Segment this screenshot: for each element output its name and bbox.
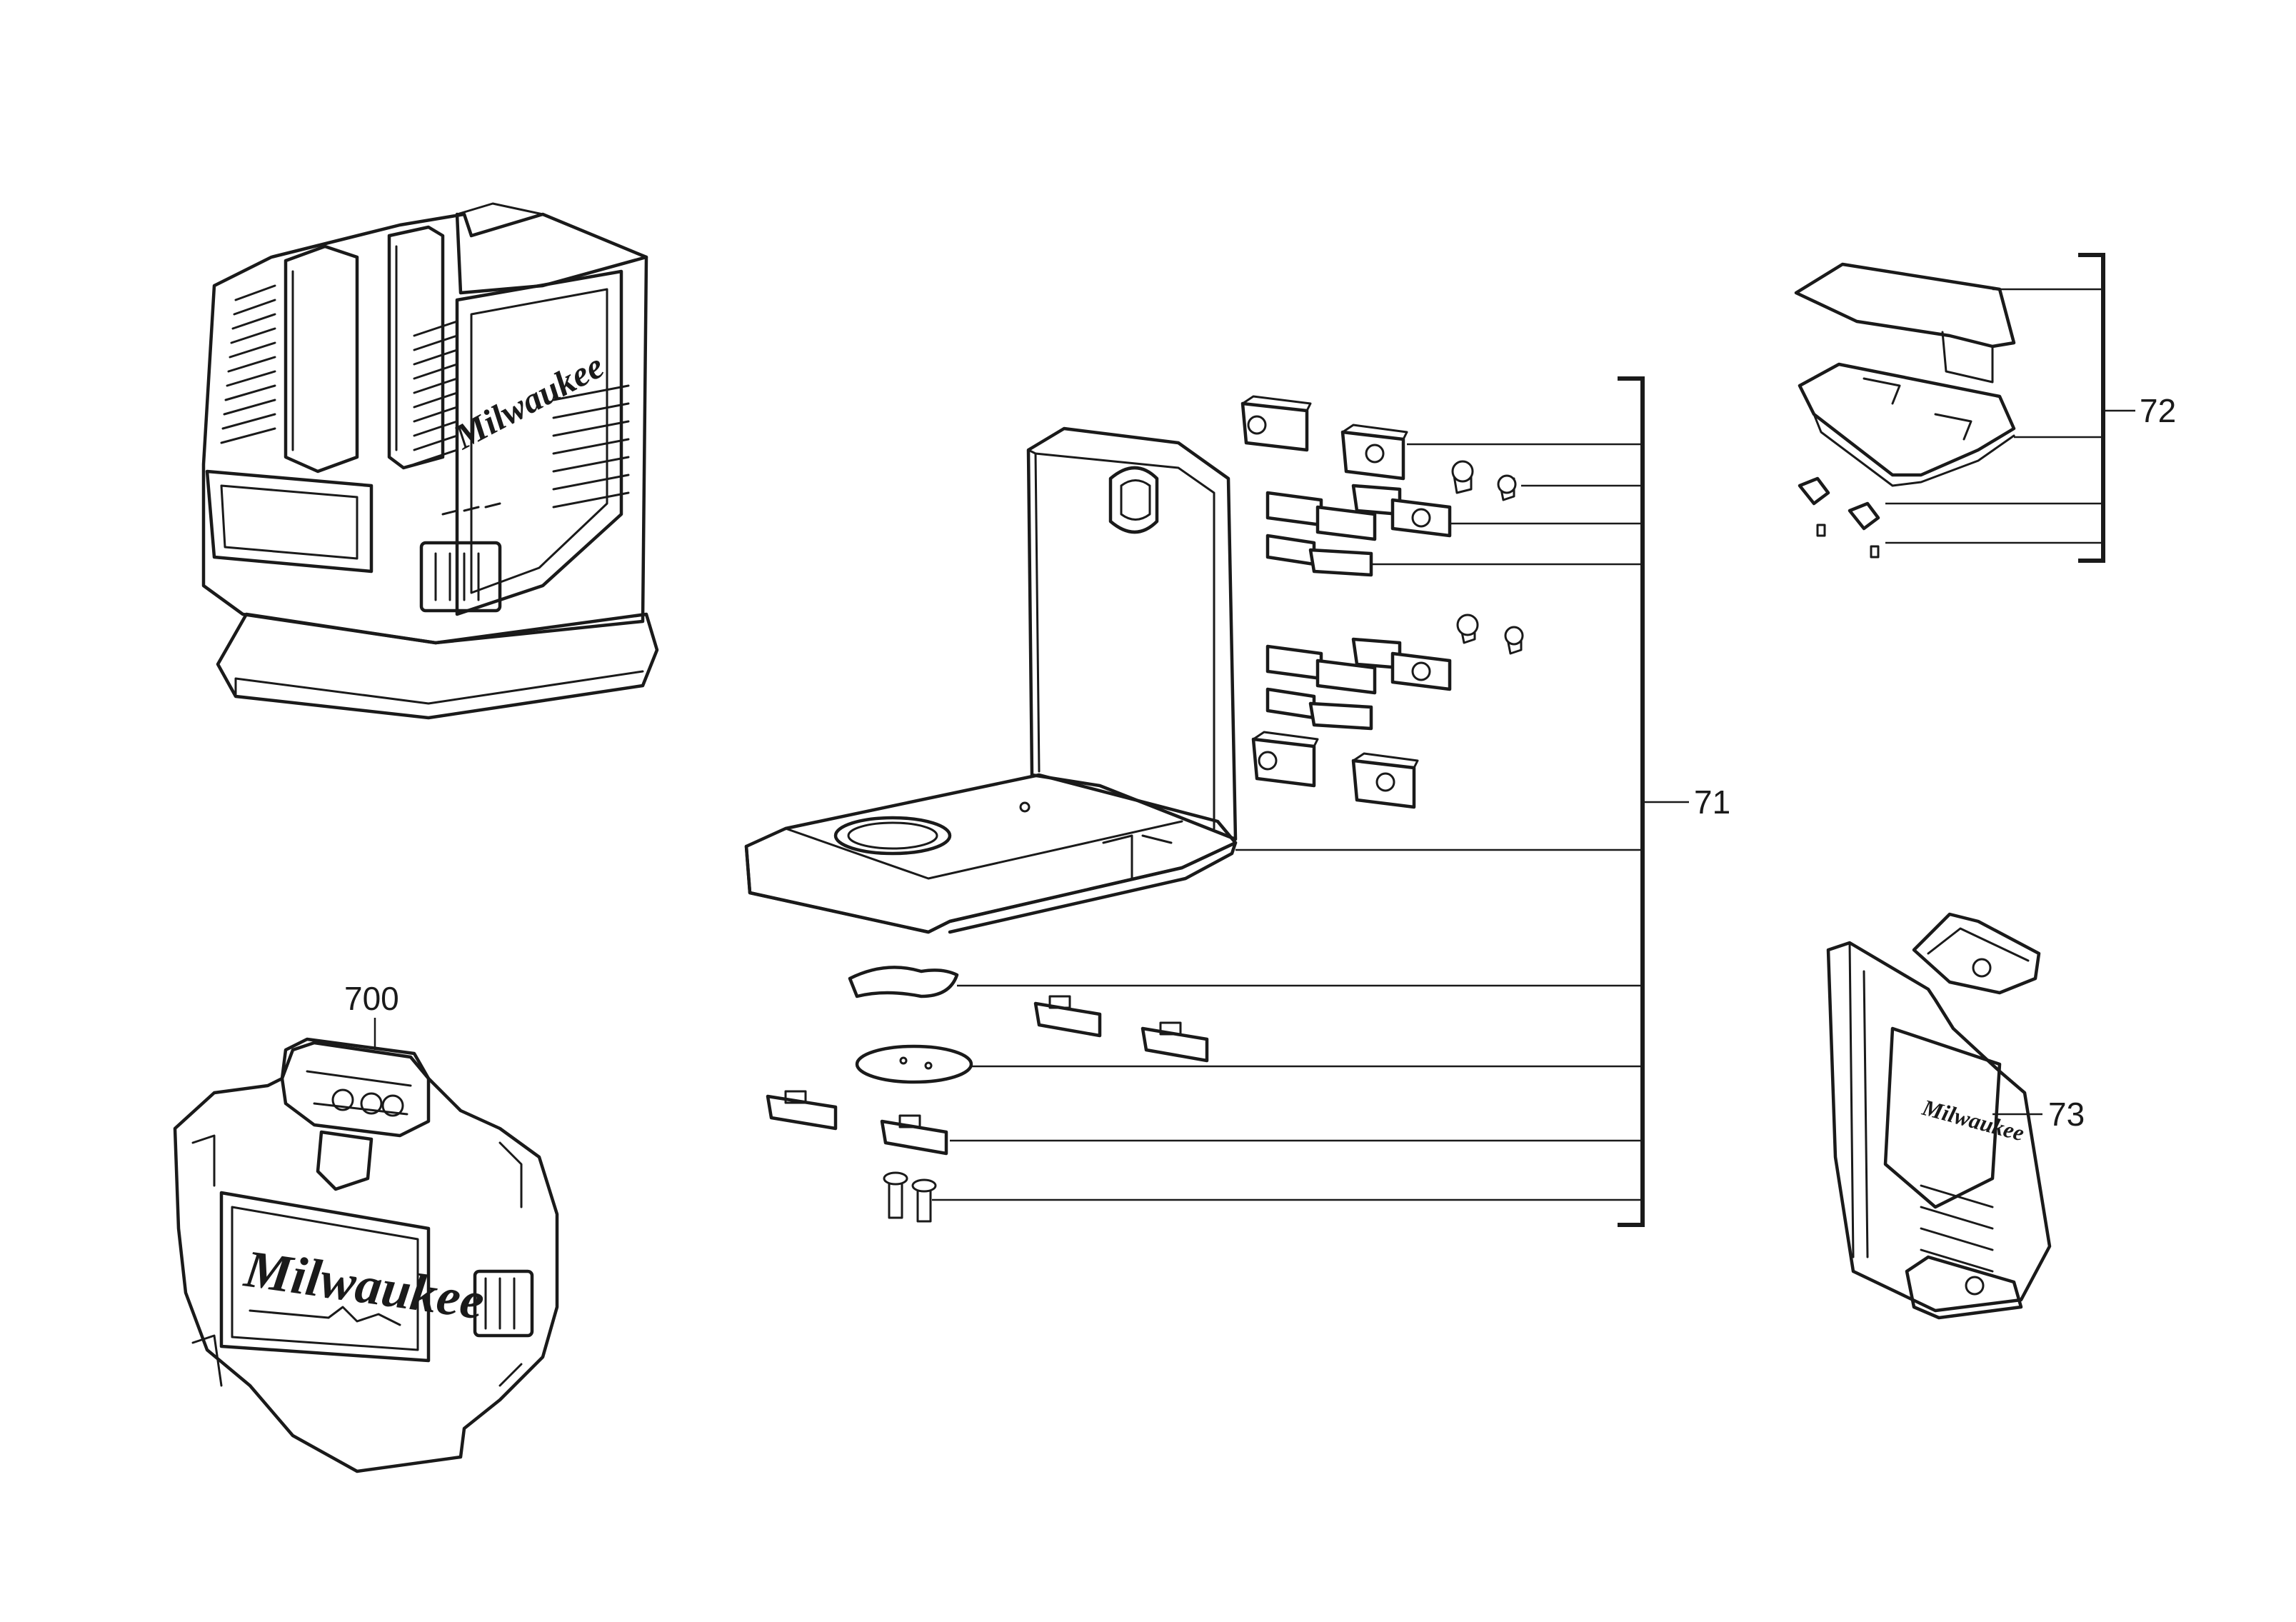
carry-case: Milwaukee [173,1037,559,1473]
leaders-72 [1885,253,2135,563]
clip-holder: Milwaukee [1826,912,2052,1320]
laser-level-tool: Milwaukee [201,202,659,720]
clip-brand-text: Milwaukee [1919,1094,2027,1146]
l-bracket-holder [744,426,1238,934]
label-71: 71 [1694,784,1731,821]
label-700: 700 [344,980,399,1017]
target-plate [1794,262,2016,559]
label-72: 72 [2140,392,2177,429]
leaders-71 [932,376,1689,1227]
bracket-small-parts [766,395,1524,1223]
label-73: 73 [2048,1096,2085,1133]
case-brand-text: Milwaukee [241,1239,488,1331]
